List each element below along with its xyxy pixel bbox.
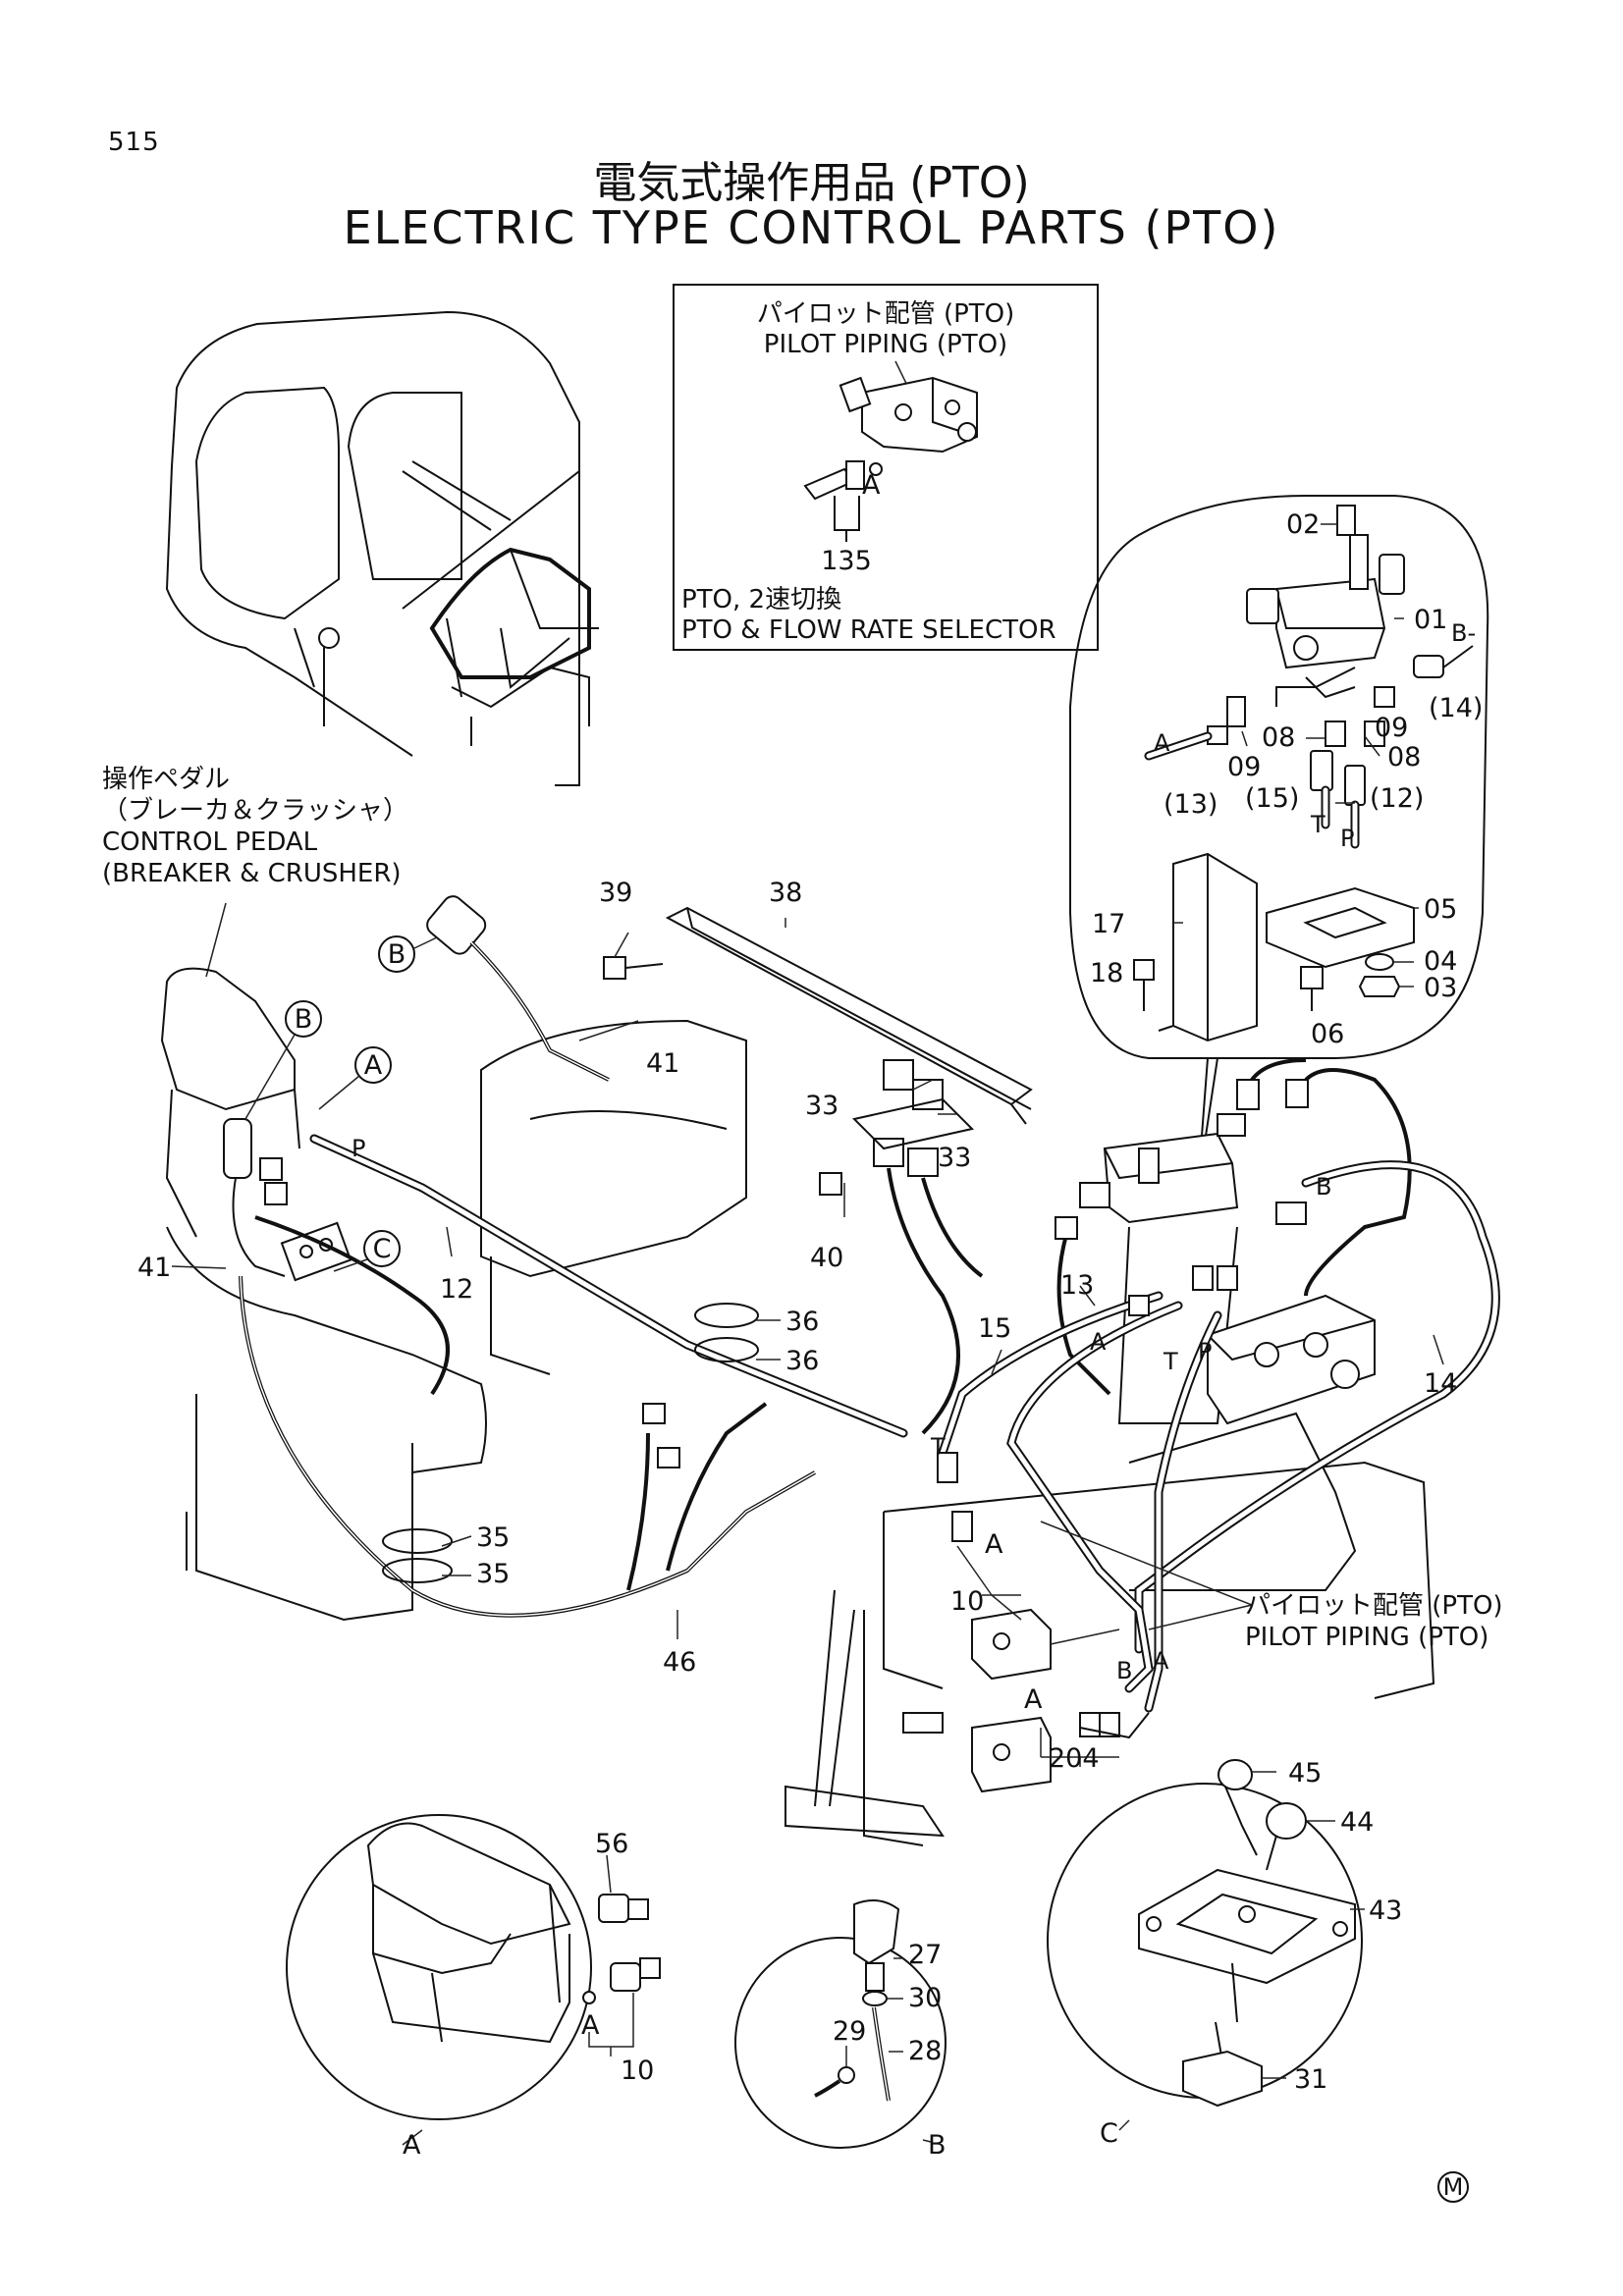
callout-a-204: A	[1024, 1684, 1043, 1715]
callout-t-dash: T	[1310, 811, 1325, 838]
pilot-note-en: PILOT PIPING (PTO)	[1245, 1623, 1488, 1652]
part-45: 45	[1288, 1758, 1322, 1789]
detail-a-pedal	[286, 1814, 661, 2146]
pedal-note-ja-1: 操作ペダル	[102, 765, 230, 794]
pilot-note-ja: パイロット配管 (PTO)	[1245, 1591, 1503, 1621]
pedal-note-en-2: (BREAKER & CRUSHER)	[102, 859, 402, 888]
part-02: 02	[1286, 509, 1320, 540]
part-36-bottom: 36	[785, 1346, 819, 1376]
part-43: 43	[1369, 1896, 1402, 1926]
part-13-paren: (13)	[1163, 789, 1217, 820]
callout-t-valve: T	[1163, 1348, 1178, 1375]
title-english: ELECTRIC TYPE CONTROL PARTS (PTO)	[343, 201, 1280, 254]
part-41-top: 41	[646, 1048, 679, 1079]
callout-b-204: B	[1116, 1657, 1132, 1684]
callout-c-pedal: C	[373, 1234, 392, 1264]
part-17: 17	[1092, 909, 1125, 939]
part-01: 01	[1414, 605, 1447, 635]
part-12: 12	[440, 1274, 473, 1305]
part-09-right: 09	[1375, 713, 1408, 743]
detail-b-lever	[734, 1899, 947, 2149]
pedal-note-ja-2: （ブレーカ＆クラッシャ）	[102, 796, 408, 826]
part-06: 06	[1311, 1019, 1344, 1049]
main-assembly	[160, 895, 1500, 1846]
part-08-left: 08	[1262, 722, 1295, 753]
page-number: 515	[108, 128, 160, 157]
callout-a-10: A	[985, 1529, 1003, 1560]
callout-c-circle: C	[1100, 2118, 1118, 2149]
part-29: 29	[833, 2016, 866, 2047]
inset-box: パイロット配管 (PTO) PILOT PIPING (PTO) A 135 P…	[673, 284, 1099, 651]
cab-illustration	[165, 310, 599, 786]
callout-a-circle: A	[403, 2130, 421, 2161]
part-56: 56	[595, 1829, 628, 1859]
callout-a-line: A	[1153, 1647, 1169, 1675]
part-30: 30	[908, 1983, 942, 2013]
part-38: 38	[769, 878, 802, 908]
part-40: 40	[810, 1243, 843, 1273]
part-09-left: 09	[1227, 752, 1261, 782]
callout-b-top: B	[388, 939, 406, 970]
callout-a-detail: A	[581, 2010, 600, 2041]
inset-caption-en: PTO & FLOW RATE SELECTOR	[681, 615, 1056, 645]
part-03: 03	[1424, 973, 1457, 1003]
pedal-note-en-1: CONTROL PEDAL	[102, 828, 318, 857]
part-10-main: 10	[950, 1586, 984, 1617]
part-14-paren: (14)	[1429, 693, 1483, 723]
part-33-right: 33	[938, 1143, 971, 1173]
title-japanese: 電気式操作用品 (PTO)	[593, 158, 1030, 208]
callout-b-line: B	[1316, 1173, 1331, 1201]
part-44: 44	[1340, 1807, 1374, 1838]
callout-b-pedal: B	[295, 1004, 313, 1035]
part-41-left: 41	[137, 1253, 171, 1283]
part-35-top: 35	[476, 1522, 510, 1553]
part-31: 31	[1294, 2064, 1327, 2095]
part-33-left: 33	[805, 1091, 839, 1121]
callout-b-circle: B	[928, 2130, 947, 2161]
part-204: 204	[1049, 1743, 1100, 1774]
part-12-paren: (12)	[1370, 783, 1424, 814]
inset-callout-a: A	[862, 470, 881, 501]
part-14: 14	[1424, 1368, 1457, 1399]
part-15-paren: (15)	[1245, 783, 1299, 814]
part-36-top: 36	[785, 1307, 819, 1337]
callout-p-dash: P	[1340, 825, 1354, 852]
part-35-bottom: 35	[476, 1559, 510, 1589]
part-10-detail: 10	[621, 2056, 654, 2086]
valve-detail-bubble	[1069, 495, 1489, 1189]
callout-b-dash: B-	[1451, 619, 1476, 647]
callout-a-pedal: A	[364, 1050, 383, 1081]
part-27: 27	[908, 1940, 942, 1970]
part-135: 135	[821, 546, 872, 576]
part-46: 46	[663, 1647, 696, 1678]
copyright-mark: M	[1443, 2173, 1464, 2201]
part-05: 05	[1424, 894, 1457, 925]
detail-c-switch	[1047, 1759, 1365, 2131]
part-28: 28	[908, 2036, 942, 2066]
callout-p-valve: P	[1198, 1338, 1212, 1365]
callout-a-dash: A	[1154, 729, 1170, 757]
part-04: 04	[1424, 946, 1457, 977]
part-13: 13	[1060, 1270, 1094, 1301]
part-39: 39	[599, 878, 632, 908]
inset-title-en: PILOT PIPING (PTO)	[764, 330, 1007, 359]
part-15: 15	[978, 1313, 1011, 1344]
callout-t-block: T	[930, 1433, 946, 1461]
callout-a-valve: A	[1090, 1328, 1107, 1356]
part-08-right: 08	[1387, 742, 1421, 773]
main-callout-circles	[244, 935, 438, 1272]
part-18: 18	[1090, 958, 1123, 988]
callout-p-pipe: P	[352, 1135, 365, 1162]
inset-title-ja: パイロット配管 (PTO)	[757, 299, 1015, 329]
inset-caption-ja: PTO, 2速切換	[681, 585, 841, 614]
